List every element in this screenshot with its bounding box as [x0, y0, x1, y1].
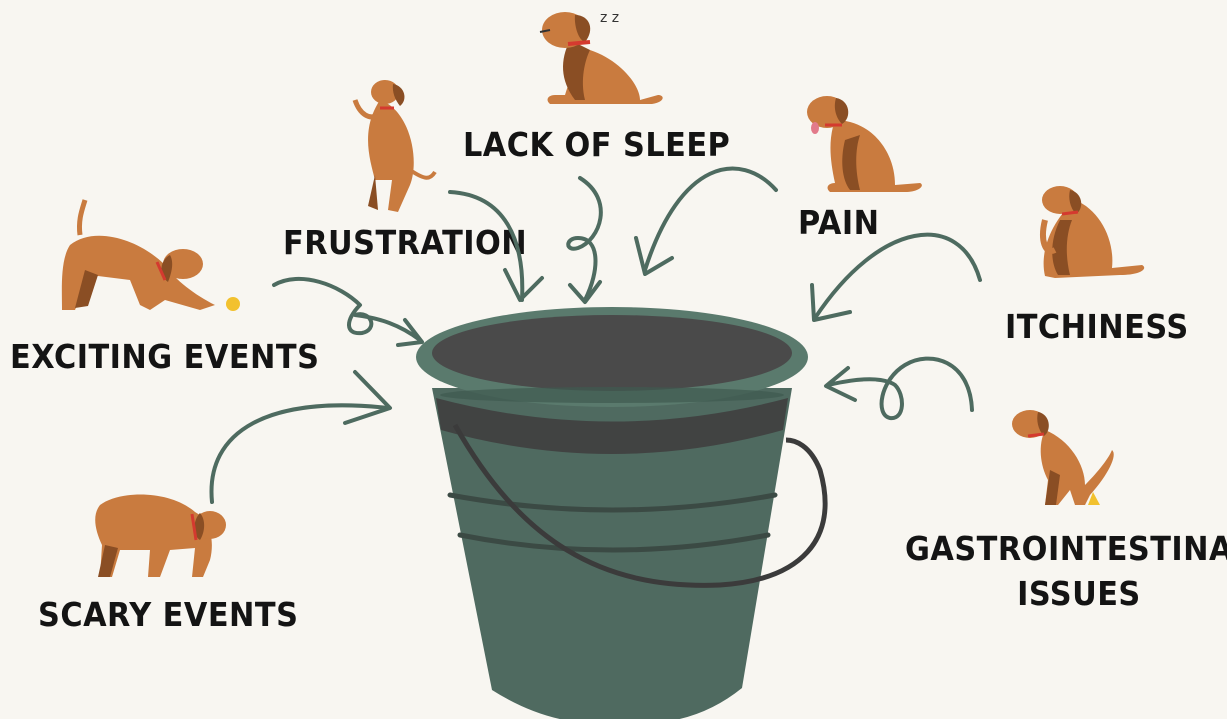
dog-jumping-icon [355, 80, 435, 212]
arrow-lack-of-sleep [568, 178, 601, 302]
dog-pooping-icon [1012, 410, 1114, 505]
dog-panting-icon [807, 96, 922, 192]
arrow-gastrointestinal [826, 359, 972, 419]
arrow-exciting-events [274, 279, 422, 345]
arrow-pain [636, 169, 776, 274]
dog-scratching-icon [1042, 186, 1144, 278]
arrow-frustration [450, 192, 542, 300]
dog-scared-icon [95, 495, 226, 577]
bucket-icon [416, 307, 825, 719]
sleep-zz-mark: z z [600, 10, 619, 26]
arrow-scary-events [211, 372, 390, 502]
arrow-itchiness [812, 235, 980, 320]
dog-playbow-icon [62, 200, 240, 311]
dog-sleeping-icon: z z [540, 10, 663, 104]
